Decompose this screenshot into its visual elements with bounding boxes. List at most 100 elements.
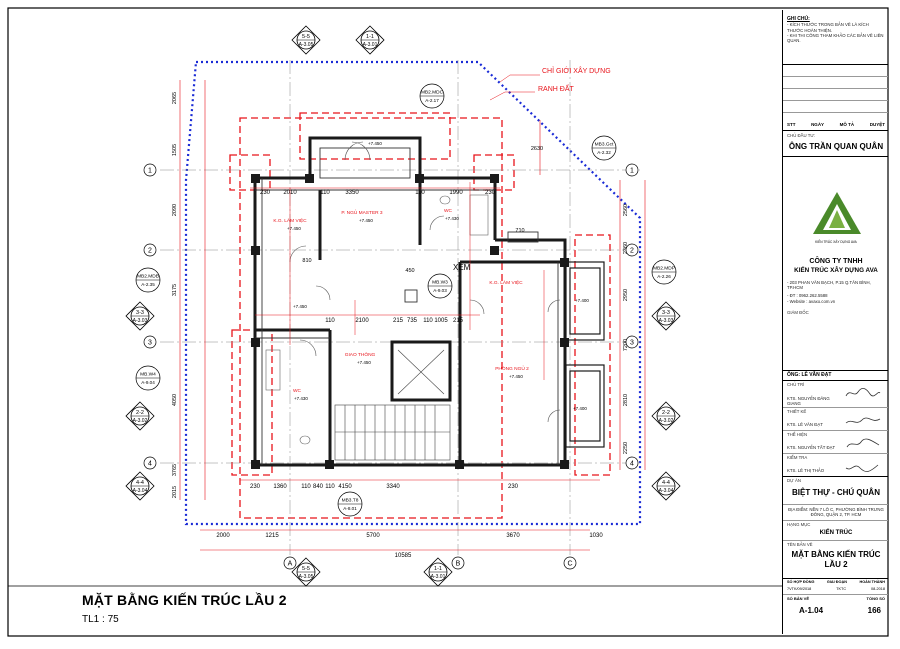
section-markers: 5-5A-3.051-1A-3.013-3A-3.033-3A-3.032-2A…	[125, 25, 681, 587]
grid-bubble-row	[625, 335, 639, 349]
detail-tag-number: MB2.MDB	[137, 274, 159, 280]
detail-tag-ref: A-2.26	[657, 274, 671, 279]
inner-walls	[255, 147, 559, 465]
land-boundary	[184, 60, 642, 526]
done-label: HOÀN THÀNH	[859, 580, 885, 584]
category-value: KIẾN TRÚC	[819, 530, 853, 536]
project-label: DỰ ÁN	[787, 478, 801, 483]
dim-mid: 110	[325, 318, 335, 324]
section-ref: A-3.02	[133, 418, 148, 424]
dim-top: 110	[415, 190, 425, 196]
grid-bubble-row	[143, 335, 157, 349]
sheet-label: SỐ BẢN VẼ	[787, 596, 810, 601]
room-name: K.G. LÀM VIỆC	[489, 278, 523, 286]
dim-right: 2810	[623, 394, 629, 406]
detail-tag-number: MB2.MDP	[653, 266, 675, 272]
dim-right: 7200	[623, 339, 629, 351]
owner-label: CHỦ ĐẦU TƯ:	[787, 133, 816, 138]
grid-row-label: 1	[148, 168, 152, 175]
project-name: BIỆT THỰ - CHÚ QUÂN	[792, 488, 880, 497]
signature-thietke	[845, 417, 881, 424]
section-ref: A-3.04	[133, 488, 148, 494]
notes-title: GHI CHÚ:	[787, 16, 810, 22]
grid-col-label: B	[456, 561, 461, 568]
grid-bubble-row	[143, 163, 157, 177]
grid-row-label: 2	[148, 248, 152, 255]
stair	[334, 349, 451, 461]
dim-left: 2015	[172, 486, 178, 498]
section-number: 2-2	[136, 410, 144, 416]
dim-bottom-2: 3670	[506, 533, 520, 539]
signature-chutri	[845, 388, 881, 397]
dim-left: 1505	[172, 144, 178, 156]
dim-top: 3350	[345, 190, 359, 196]
company-website: - Website : avaxo.com.vn	[787, 299, 836, 304]
level-mark: +7.450	[368, 141, 382, 146]
dim-top: 230	[260, 190, 271, 196]
chutri-name: KTS. NGUYỄN ĐĂNG GIANG	[787, 396, 830, 407]
company-line1: CÔNG TY TNHH	[809, 258, 863, 265]
director-name: ÔNG: LÊ VĂN ĐẠT	[787, 372, 832, 378]
grid-row-label: 2	[630, 248, 634, 255]
detail-tag-ref: A-8.01	[343, 506, 357, 511]
dim-right: 2250	[623, 442, 629, 454]
revision-headers: STT NGÀY MÔ TẢ DUYỆT	[787, 122, 885, 128]
dim-left: 4050	[172, 394, 178, 406]
signature-thehien	[846, 438, 880, 448]
thietke-name: KTS. LÊ VĂN ĐẠT	[787, 422, 823, 427]
notes-block: GHI CHÚ: - KÍCH THƯỚC TRONG BẢN VẼ LÀ KÍ…	[787, 16, 885, 44]
section-number: 4-4	[136, 480, 144, 486]
section-number: 3-3	[136, 310, 144, 316]
dim-left: 3765	[172, 464, 178, 476]
room-name: WC	[293, 388, 302, 394]
dim-mid: 110	[423, 318, 433, 324]
dim-small: 810	[302, 258, 311, 264]
grid-lines	[160, 60, 640, 555]
dim-top: 1990	[449, 190, 463, 196]
company-logo	[813, 192, 861, 234]
dim-mid: 215	[453, 318, 464, 324]
xem-label: XEM	[453, 263, 471, 272]
company-address: - 203 PHAN VĂN BẠCH, P.15 Q.TÂN BÌNH, TP…	[787, 280, 871, 291]
room-level: +7.450	[509, 374, 523, 379]
detail-tag-ref: A-2.32	[597, 150, 611, 155]
dim-bottom-1: 110	[301, 484, 311, 490]
project-location: ĐỊA ĐIỂM: NỀN 7 LÔ C, PHƯỜNG BÌNH TRƯNG …	[788, 507, 884, 518]
detail-tag-number: MB3.T8	[342, 498, 359, 504]
sheet-values: A-1.04 166	[787, 606, 885, 616]
thietke-label: THIẾT KẾ	[787, 409, 807, 414]
dim-bottom-2: 2000	[216, 533, 230, 539]
dim-bottom-2: 1030	[589, 533, 603, 539]
section-number: 5-5	[302, 566, 310, 572]
section-number: 3-3	[662, 310, 670, 316]
dim-bottom-2: 1215	[265, 533, 279, 539]
sheet-frame	[7, 7, 889, 637]
room-name: PHÒNG NGỦ 2	[495, 365, 529, 372]
dim-right: 2560	[623, 204, 629, 216]
balconies	[565, 261, 605, 448]
section-number: 1-1	[366, 34, 374, 40]
grid-row-label: 4	[148, 461, 152, 468]
dim-top: 2010	[283, 190, 297, 196]
done-value: 08-2018	[871, 587, 885, 591]
dim-lines	[179, 80, 646, 551]
room-level: +7.430	[294, 396, 308, 401]
dim-small: 710	[515, 228, 524, 234]
level-mark: +7.400	[573, 406, 587, 411]
director-label: GIÁM ĐỐC	[787, 310, 809, 315]
grid-row-label: 1	[630, 168, 634, 175]
dim-top: 230	[485, 190, 496, 196]
section-ref: A-3.01	[363, 42, 378, 48]
detail-tag-number: MB.W4	[140, 372, 156, 378]
section-ref: A-3.01	[431, 574, 446, 580]
rev-header-desc: MÔ TẢ	[839, 122, 855, 127]
section-ref: A-3.04	[659, 488, 674, 494]
dim-bottom-1: 4150	[338, 484, 352, 490]
room-name: GIAO THÔNG	[345, 351, 376, 358]
section-ref: A-3.03	[133, 318, 148, 324]
detail-tag-number: MB2.MDC	[421, 90, 444, 96]
